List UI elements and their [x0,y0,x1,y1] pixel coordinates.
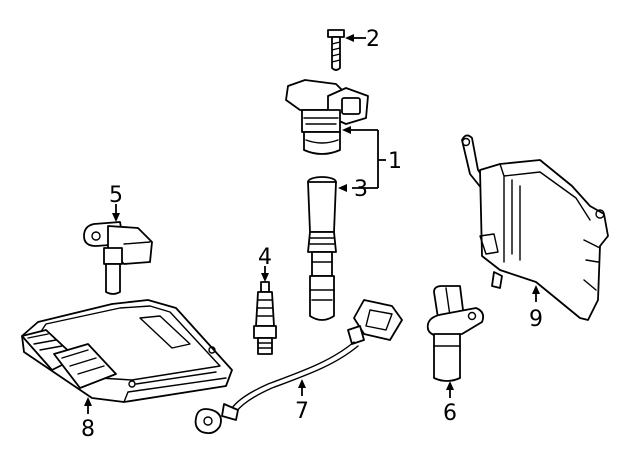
callout-9: 9 [529,307,543,332]
callout-4: 4 [258,245,272,270]
callout-3: 3 [354,177,368,202]
spark-plug-boot-part [307,176,337,321]
callout-7: 7 [295,399,309,424]
camshaft-sensor-part [83,221,153,295]
control-module-part [461,134,609,321]
bolt-part [327,29,345,71]
callout-1: 1 [388,149,402,174]
spark-plug-part [253,281,277,355]
knock-sensor-part [194,299,403,435]
leader-lines [84,34,540,414]
engine-control-unit-part [21,299,233,403]
callout-labels: 2 1 3 5 4 9 6 7 8 [81,27,543,442]
ignition-coil-part [285,79,369,155]
callout-8: 8 [81,417,95,442]
callout-2: 2 [366,27,380,52]
callout-6: 6 [443,401,457,426]
callout-5: 5 [109,183,123,208]
crankshaft-sensor-part [426,285,485,382]
